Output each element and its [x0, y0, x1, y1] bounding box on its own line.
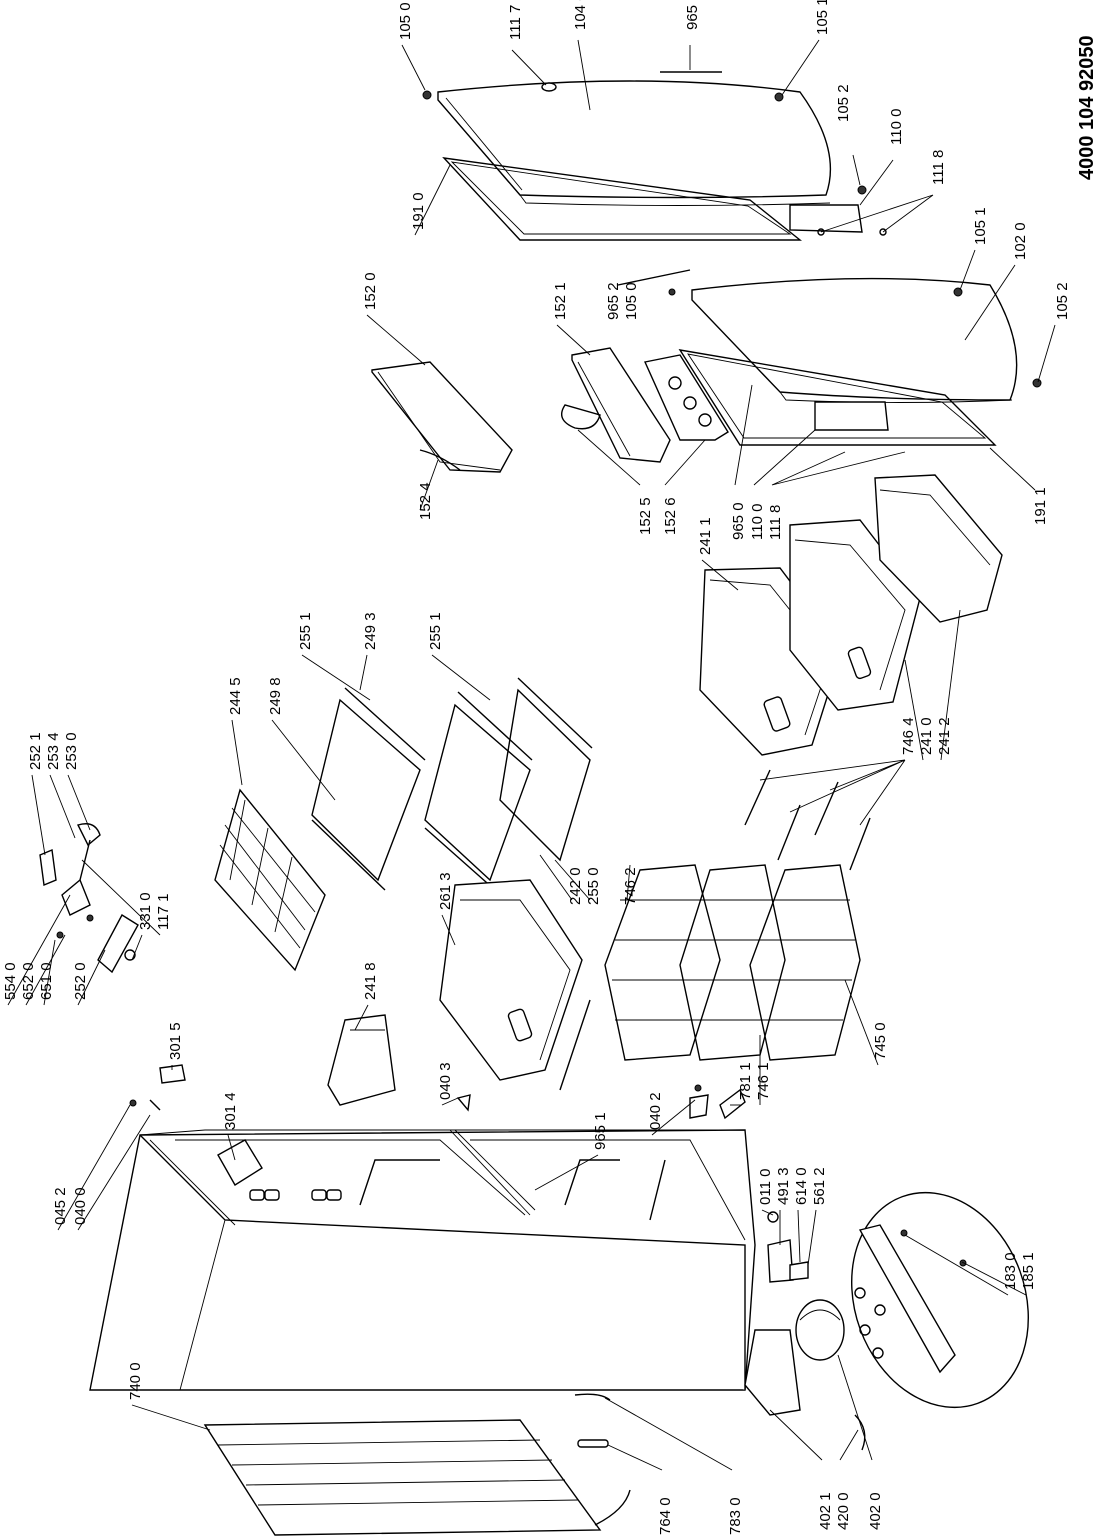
- part-label-l2445: 244 5: [227, 677, 244, 715]
- part-label-l1051b: 105 1: [972, 207, 989, 245]
- part-label-l1052a: 105 2: [835, 84, 852, 122]
- part-label-l1100a: 110 0: [888, 109, 905, 145]
- part-label-l1524: 152 4: [417, 482, 434, 520]
- part-label-l4913: 491 3: [775, 1167, 792, 1205]
- part-label-l2550: 255 0: [585, 867, 602, 905]
- shelf-trims-746: [744, 769, 871, 871]
- part-label-l9651: 965 1: [592, 1112, 609, 1150]
- part-label-l5540: 554 0: [2, 962, 19, 1000]
- leader-lines: [7, 39, 1056, 1471]
- part-label-l1050b: 105 0: [623, 282, 640, 320]
- part-label-l1020: 102 0: [1012, 222, 1029, 260]
- part-label-l4020: 402 0: [867, 1492, 884, 1530]
- part-label-l2551b: 255 1: [427, 612, 444, 650]
- part-label-l3014: 301 4: [222, 1092, 239, 1130]
- part-label-l1851: 185 1: [1020, 1252, 1037, 1290]
- egg-tray-152-6: [644, 354, 729, 441]
- part-label-l2418: 241 8: [362, 962, 379, 1000]
- part-label-l6510: 651 0: [38, 962, 55, 1000]
- part-label-l2410: 241 0: [918, 717, 935, 755]
- part-label-l1040: 104 0: [572, 0, 589, 30]
- part-label-l2411: 241 1: [697, 517, 714, 555]
- part-label-l1100b: 110 0: [749, 504, 766, 540]
- part-label-l7450: 745 0: [872, 1022, 889, 1060]
- compressor-base-plate: [851, 1191, 1029, 1409]
- compressor: [744, 1299, 866, 1451]
- part-label-l6520: 652 0: [20, 962, 37, 1000]
- part-label-l7462: 746 2: [622, 867, 639, 905]
- part-label-l0403: 040 3: [437, 1062, 454, 1100]
- part-label-l7464: 746 4: [900, 717, 917, 755]
- part-label-l1910: 191 0: [410, 192, 427, 230]
- part-label-l2420: 242 0: [567, 867, 584, 905]
- part-label-l1911: 191 1: [1032, 487, 1049, 525]
- part-label-l2521: 252 1: [27, 732, 44, 770]
- part-label-l1526: 152 6: [662, 497, 679, 535]
- part-label-l1830: 183 0: [1002, 1252, 1019, 1290]
- refrigerator-cabinet: [89, 999, 779, 1391]
- part-label-l7400: 740 0: [127, 1362, 144, 1400]
- lower-door: [691, 277, 1018, 403]
- part-label-l1118a: 111 8: [930, 150, 947, 185]
- part-label-l6140: 614 0: [793, 1167, 810, 1205]
- part-label-l1525: 152 5: [637, 497, 654, 535]
- part-label-l2534: 253 4: [45, 732, 62, 770]
- document-number: 4000 104 92050: [1076, 35, 1098, 180]
- crisper-drawer-242-0: [439, 879, 583, 1081]
- part-label-l3015: 301 5: [167, 1022, 184, 1060]
- part-label-l1171: 117 1: [155, 894, 172, 930]
- part-label-l0452: 045 2: [52, 1187, 69, 1225]
- part-label-l2613: 261 3: [437, 872, 454, 910]
- part-label-l7640: 764 0: [657, 1497, 674, 1535]
- dairy-cover-241-8: [327, 1014, 396, 1106]
- part-label-l9652b: 965 2: [605, 282, 622, 320]
- part-label-l3310: 331 0: [137, 892, 154, 930]
- part-label-l5612: 561 2: [811, 1167, 828, 1205]
- part-label-l0402: 040 2: [647, 1092, 664, 1130]
- part-label-l9650: 965 0: [730, 502, 747, 540]
- part-label-l0400: 040 0: [72, 1187, 89, 1225]
- thermostat-lamp-module: [39, 823, 139, 974]
- condenser-coil: [203, 1419, 631, 1536]
- part-label-l0110: 011 0: [757, 1169, 774, 1205]
- part-label-l2412: 241 2: [936, 717, 953, 755]
- part-label-l2551a: 255 1: [297, 612, 314, 650]
- freezer-drawer-241-2: [874, 474, 1003, 623]
- pipes-764-783: [574, 1393, 611, 1448]
- part-label-l2530: 253 0: [63, 732, 80, 770]
- part-label-l7830: 783 0: [727, 1497, 744, 1535]
- upper-door: [437, 80, 832, 206]
- part-label-l7461: 746 1: [755, 1062, 772, 1100]
- glass-shelf-lower: [499, 677, 593, 862]
- part-label-l1050a: 105 0: [397, 2, 414, 40]
- part-label-l7811: 781 1: [737, 1062, 754, 1100]
- door-shelf-152-1: [571, 347, 671, 463]
- part-label-l1117: 111 7: [507, 5, 524, 40]
- part-label-l1521: 152 1: [552, 282, 569, 320]
- bottle-holder-152-5: [561, 404, 601, 430]
- part-label-l9652a: 965 2: [684, 0, 701, 30]
- relay-box: [767, 1239, 809, 1283]
- part-label-l1051a: 105 1: [814, 0, 831, 35]
- part-label-l2520: 252 0: [72, 962, 89, 1000]
- freezer-wire-baskets: [604, 864, 861, 1061]
- door-shelf-152-0: [371, 361, 513, 473]
- part-label-l2498: 249 8: [267, 677, 284, 715]
- part-label-l4021: 402 1: [817, 1492, 834, 1530]
- glass-shelf-middle: [424, 691, 533, 891]
- part-label-l4200: 420 0: [835, 1492, 852, 1530]
- glass-shelf-upper: [311, 687, 426, 891]
- part-label-l1052b: 105 2: [1054, 282, 1071, 320]
- part-label-l1520: 152 0: [362, 272, 379, 310]
- wire-rack-244-5: [214, 788, 326, 972]
- upper-hinge-parts: [422, 71, 887, 236]
- lower-door-gasket: [617, 269, 1042, 446]
- part-label-l1118b: 111 8: [767, 505, 784, 540]
- part-label-l2493: 249 3: [362, 612, 379, 650]
- upper-door-gasket: [442, 157, 802, 241]
